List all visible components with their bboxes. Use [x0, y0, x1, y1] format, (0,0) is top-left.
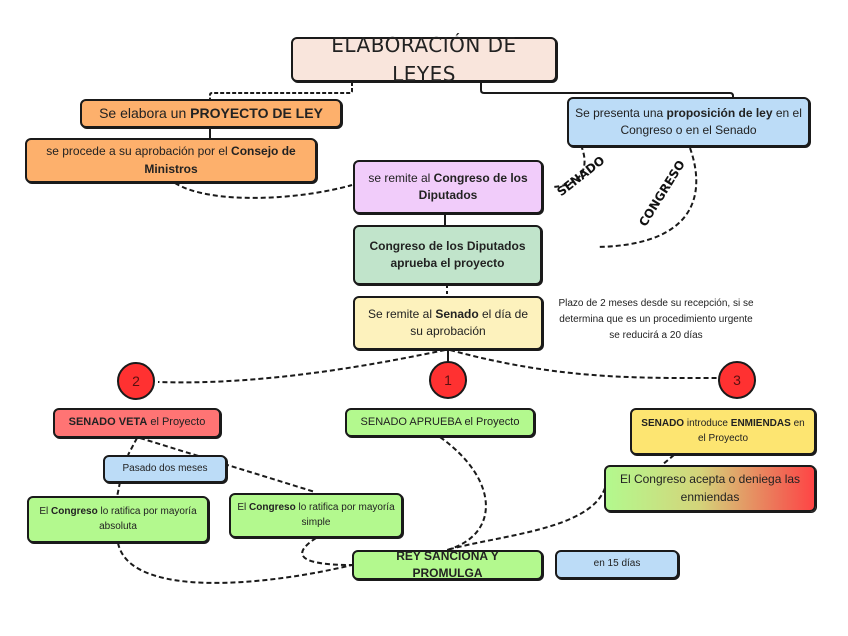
- connector-simple-rey: [301, 537, 353, 566]
- connector-absoluta-rey: [117, 542, 353, 584]
- node-proyecto-ley: Se elabora un PROYECTO DE LEY: [80, 99, 342, 128]
- connector-aprueba-rey: [439, 436, 487, 551]
- connector-pasado-absoluta: [116, 481, 121, 498]
- label-senado: SENADO: [554, 153, 608, 199]
- node-acepta-deniega: El Congreso acepta o deniega las enmiend…: [604, 465, 816, 512]
- node-pasado-meses: Pasado dos meses: [103, 455, 227, 483]
- node-ratifica-absoluta: El Congreso lo ratifica por mayoría abso…: [27, 496, 209, 543]
- node-senado-aprueba: SENADO APRUEBA el Proyecto: [345, 408, 535, 437]
- circle-3: 3: [718, 361, 756, 399]
- node-remite-congreso: se remite al Congreso de los Diputados: [353, 160, 543, 214]
- node-senado-veta: SENADO VETA el Proyecto: [53, 408, 221, 438]
- diagram-title: ELABORACIÓN DE LEYES: [291, 33, 557, 86]
- node-en-15-dias: en 15 días: [555, 550, 679, 579]
- node-remite-senado: Se remite al Senado el día de su aprobac…: [353, 296, 543, 350]
- connector-enmiendas-acepta: [661, 454, 675, 466]
- node-senado-enmiendas: SENADO introduce ENMIENDAS en el Proyect…: [630, 408, 816, 455]
- connector-senado-c3: [449, 349, 721, 380]
- node-congreso-aprueba: Congreso de los Diputados aprueba el pro…: [353, 225, 542, 285]
- connector-veta-pasado: [127, 437, 138, 456]
- connector-senado-c2: [157, 349, 446, 384]
- circle-1: 1: [429, 361, 467, 399]
- node-proposicion-ley: Se presenta una proposición de ley en el…: [567, 97, 810, 147]
- connector-acepta-rey: [446, 487, 606, 551]
- label-congreso: CONGRESO: [636, 157, 688, 229]
- node-consejo-ministros: se procede a su aprobación por el Consej…: [25, 138, 317, 183]
- circle-2: 2: [117, 362, 155, 400]
- node-rey-sanciona: REY SANCIONA Y PROMULGA: [352, 549, 543, 580]
- plazo-note: Plazo de 2 meses desde su recepción, si …: [558, 298, 754, 341]
- connector-consejo-remite: [174, 182, 353, 199]
- node-ratifica-simple: El Congreso lo ratifica por mayoría simp…: [229, 493, 403, 538]
